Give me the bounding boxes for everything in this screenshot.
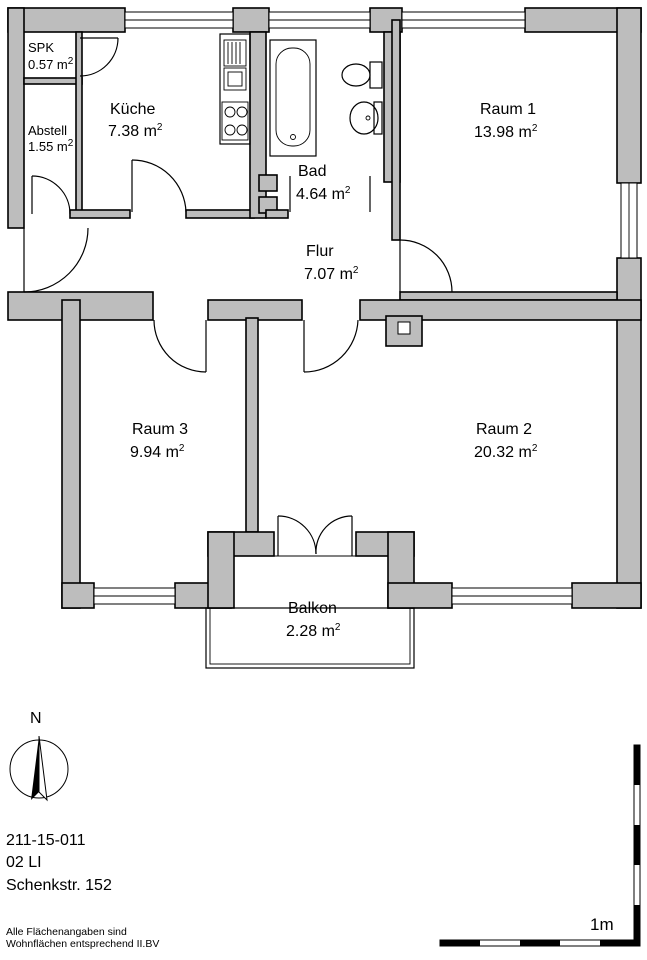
address: Schenkstr. 152 <box>6 877 112 894</box>
raum3-name: Raum 3 <box>132 421 188 438</box>
flur-area: 7.07 m2 <box>304 265 359 283</box>
wall-kueche-left <box>75 31 83 213</box>
windows <box>93 11 638 605</box>
raum2-area: 20.32 m2 <box>474 443 538 461</box>
north-label: N <box>30 710 42 727</box>
washbasin <box>349 101 379 135</box>
pillar-shaft <box>397 321 411 335</box>
plan-id: 211-15-011 <box>6 832 86 849</box>
raum2-name: Raum 2 <box>476 421 532 438</box>
toilet-tank <box>369 61 383 89</box>
wall-raum3-raum2 <box>245 317 259 533</box>
balcony <box>205 607 415 669</box>
wall-left-upper <box>7 7 25 229</box>
wall-raum1-bottom <box>399 291 618 301</box>
fixtures <box>219 33 383 157</box>
abstell-name: Abstell <box>28 123 67 138</box>
scale-bar <box>439 744 641 947</box>
wall-top-mid <box>232 7 270 33</box>
compass-icon <box>9 735 69 802</box>
raum3-area: 9.94 m2 <box>130 443 185 461</box>
kueche-name: Küche <box>110 101 155 118</box>
stove-burner <box>224 106 236 118</box>
balcony-railing-inner <box>209 607 411 665</box>
bathtub <box>269 39 317 157</box>
washbasin-mount <box>373 101 383 135</box>
wall-kueche-bottom-right <box>185 209 255 219</box>
scale-label: 1m <box>590 915 614 934</box>
wall-kueche-bottom-left <box>69 209 131 219</box>
area-note-line2: Wohnflächen entsprechend II.BV <box>6 938 160 950</box>
wall-bottom-raum2-left <box>387 582 453 609</box>
walls <box>7 7 642 609</box>
raum1-name: Raum 1 <box>480 101 536 118</box>
unit-id: 02 LI <box>6 854 42 871</box>
bad-area: 4.64 m2 <box>296 185 351 203</box>
stove <box>221 101 249 141</box>
wall-bad-bottom <box>265 209 289 219</box>
balkon-name: Balkon <box>288 600 337 617</box>
wall-balkon-left <box>207 531 235 609</box>
abstell-area: 1.55 m2 <box>28 138 74 154</box>
bad-name: Bad <box>298 163 326 180</box>
wall-flur-bottom-mid <box>207 299 303 321</box>
wall-left-lower <box>61 299 81 609</box>
wall-shaft-1 <box>258 174 278 192</box>
area-note-line1: Alle Flächenangaben sind <box>6 926 127 938</box>
kueche-area: 7.38 m2 <box>108 122 163 140</box>
raum1-area: 13.98 m2 <box>474 123 538 141</box>
wall-spk-bottom <box>23 77 83 85</box>
flur-name: Flur <box>306 243 334 260</box>
toilet <box>341 63 371 87</box>
doors <box>23 37 453 557</box>
spk-name: SPK <box>28 40 54 55</box>
wall-raum1-left <box>391 19 401 241</box>
sink-drainboard <box>223 39 247 67</box>
room-labels: SPK 0.57 m2 Abstell 1.55 m2 Küche 7.38 m… <box>28 40 538 640</box>
kitchen-counter <box>219 33 251 145</box>
wall-top-left <box>7 7 126 33</box>
spk-area: 0.57 m2 <box>28 56 74 72</box>
wall-bottom-left <box>61 582 95 609</box>
wall-bottom-right <box>571 582 642 609</box>
wall-flur-bottom-right <box>359 299 642 321</box>
wall-right-upper <box>616 7 642 184</box>
balkon-area: 2.28 m2 <box>286 622 341 640</box>
sink <box>223 67 247 91</box>
area-note: Alle Flächenangaben sind Wohnflächen ent… <box>6 926 159 950</box>
